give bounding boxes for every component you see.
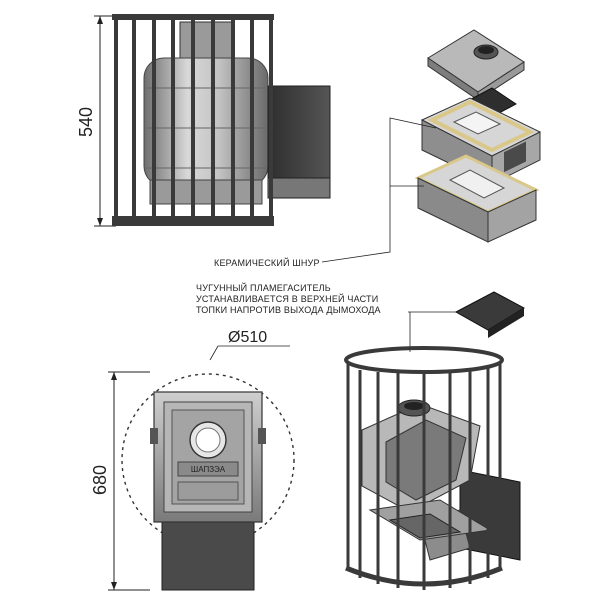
- label-flame-spreader-3: ТОПКИ НАПРОТИВ ВЫХОДА ДЫМОХОДА: [196, 305, 381, 315]
- label-ceramic-cord: КЕРАМИЧЕСКИЙ ШНУР: [214, 258, 320, 268]
- top-view: Ø510 680 ШАПЗЭА: [90, 329, 295, 591]
- ceramic-cord-upper: [427, 99, 535, 153]
- stove-door-brand: ШАПЗЭА: [191, 465, 226, 474]
- cage-bars-assembled: [346, 364, 502, 590]
- flame-spreader: [408, 291, 526, 352]
- firebox-tunnel-top: [161, 517, 255, 591]
- cage-bottom-rail: [112, 216, 274, 226]
- dim-label-diameter: Ø510: [228, 329, 267, 346]
- dim-label-540: 540: [76, 107, 96, 137]
- assembled-view: [344, 346, 521, 590]
- label-flame-spreader-1: ЧУГУННЫЙ ПЛАМЕГАСИТЕЛЬ: [196, 283, 331, 293]
- front-view: 540: [76, 14, 331, 227]
- cage-top-rail: [112, 14, 274, 20]
- cage-bars: [114, 18, 273, 218]
- stove-lid: [427, 29, 525, 93]
- stove-body-front: [143, 57, 269, 187]
- label-flame-spreader-2: УСТАНАВЛИВАЕТСЯ В ВЕРХНЕЙ ЧАСТИ: [196, 294, 379, 304]
- dim-label-680: 680: [90, 465, 110, 495]
- firebox-tunnel-front: [267, 85, 331, 179]
- cage-top-ring: [344, 346, 504, 374]
- exploded-view: [321, 29, 542, 263]
